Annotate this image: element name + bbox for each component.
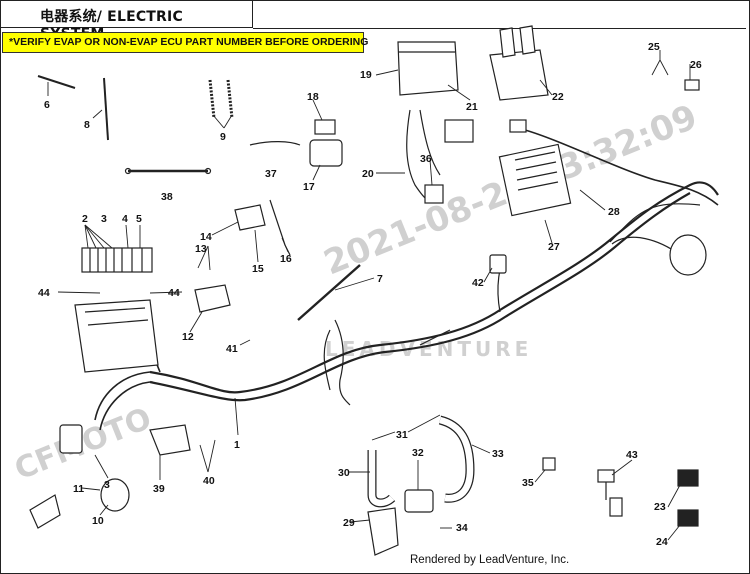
horn xyxy=(100,478,130,512)
callout-27: 27 xyxy=(548,241,560,253)
starter-relay xyxy=(309,139,343,167)
callout-2: 2 xyxy=(82,213,88,225)
callout-6: 6 xyxy=(44,99,50,111)
callout-36: 36 xyxy=(420,153,432,165)
callout-33: 33 xyxy=(492,448,504,460)
callout-3b: 3 xyxy=(104,479,110,491)
ecu xyxy=(194,284,231,313)
callout-8: 8 xyxy=(84,119,90,131)
callout-34: 34 xyxy=(456,522,468,534)
callout-labels: 6 8 9 18 37 17 38 19 21 22 25 26 20 36 2… xyxy=(38,41,702,548)
evap-bracket xyxy=(367,507,399,556)
callout-11: 11 xyxy=(73,483,84,495)
callout-9: 9 xyxy=(220,131,226,143)
callout-32: 32 xyxy=(412,447,424,459)
footer-credit: Rendered by LeadVenture, Inc. xyxy=(410,554,570,566)
callout-21: 21 xyxy=(466,101,478,113)
callout-5: 5 xyxy=(136,213,142,225)
callout-25: 25 xyxy=(648,41,660,53)
watermark: 2021-08-21 13:32:09 CFMOTO LEADVENTURE xyxy=(10,97,703,487)
callout-15: 15 xyxy=(252,263,264,275)
callout-13: 13 xyxy=(195,243,207,255)
title-blank-cell xyxy=(253,0,746,29)
callout-28: 28 xyxy=(608,206,620,218)
callout-39: 39 xyxy=(153,483,165,495)
main-fuse-box xyxy=(74,299,159,373)
callout-18: 18 xyxy=(307,91,319,103)
callout-3: 3 xyxy=(101,213,107,225)
callout-19: 19 xyxy=(360,69,372,81)
callout-42: 42 xyxy=(472,277,484,289)
callout-16: 16 xyxy=(280,253,292,265)
battery xyxy=(397,41,459,96)
callout-37: 37 xyxy=(265,168,277,180)
callout-22: 22 xyxy=(552,91,564,103)
callout-23: 23 xyxy=(654,501,666,513)
callout-20: 20 xyxy=(362,168,374,180)
callout-10: 10 xyxy=(92,515,104,527)
callout-14: 14 xyxy=(200,231,212,243)
callout-4: 4 xyxy=(122,213,128,225)
callout-30: 30 xyxy=(338,467,350,479)
regulator xyxy=(498,143,572,217)
battery-holder xyxy=(489,49,549,101)
purge-valve xyxy=(404,489,434,513)
callout-38: 38 xyxy=(161,191,173,203)
callout-29: 29 xyxy=(343,517,355,529)
notice-banner: *VERIFY EVAP OR NON-EVAP ECU PART NUMBER… xyxy=(2,32,368,53)
callout-44a: 44 xyxy=(38,287,50,299)
bracket xyxy=(149,424,191,456)
callout-31: 31 xyxy=(396,429,408,441)
callout-35: 35 xyxy=(522,477,534,489)
fuse-panel xyxy=(81,247,153,273)
callout-40: 40 xyxy=(203,475,215,487)
callout-41: 41 xyxy=(226,343,238,355)
callout-1: 1 xyxy=(234,439,240,451)
sensor-24 xyxy=(677,509,699,527)
watermark-brand: CFMOTO xyxy=(10,401,156,487)
callout-17: 17 xyxy=(303,181,315,193)
sensor-23 xyxy=(677,469,699,487)
callout-26: 26 xyxy=(690,59,702,71)
callout-24: 24 xyxy=(656,536,668,548)
callout-12: 12 xyxy=(182,331,194,343)
main-harness xyxy=(149,181,719,394)
callout-7: 7 xyxy=(377,273,383,285)
callout-43: 43 xyxy=(626,449,638,461)
callout-44b: 44 xyxy=(168,287,180,299)
